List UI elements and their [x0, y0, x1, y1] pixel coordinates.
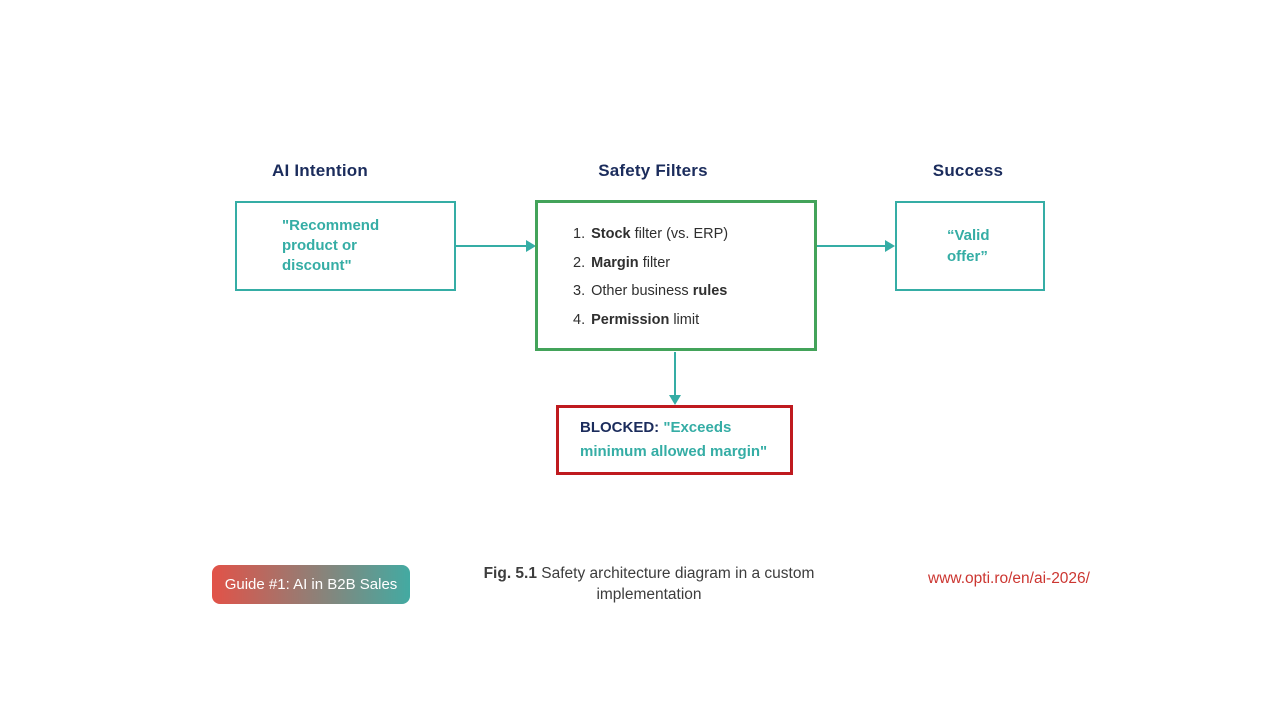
success-box: “Valid offer”	[895, 201, 1045, 291]
ai-intention-box: "Recommend product or discount"	[235, 201, 456, 291]
figure-caption-text: Safety architecture diagram in a custom …	[541, 565, 815, 603]
arrow-filters-to-success	[817, 240, 895, 252]
blocked-quote: "Exceeds minimum allowed margin"	[580, 419, 768, 460]
filter-item-margin: 2. Margin filter	[573, 254, 671, 271]
blocked-text: BLOCKED: "Exceeds minimum allowed margin…	[580, 416, 780, 464]
blocked-box: BLOCKED: "Exceeds minimum allowed margin…	[556, 405, 793, 475]
success-text: “Valid offer”	[947, 227, 990, 265]
safety-filters-box: 1. Stock filter (vs. ERP) 2. Margin filt…	[535, 200, 817, 351]
column-header-safety-filters: Safety Filters	[598, 161, 708, 180]
website-url[interactable]: www.opti.ro/en/ai-2026/	[928, 570, 1090, 587]
filter-item-business-rules: 3. Other business rules	[573, 283, 728, 299]
column-header-success: Success	[932, 161, 1004, 180]
figure-caption: Fig. 5.1 Safety architecture diagram in …	[453, 563, 845, 605]
arrow-filters-to-blocked	[669, 352, 681, 405]
ai-intention-text: "Recommend product or discount"	[282, 217, 380, 274]
filter-item-permission: 4. Permission limit	[573, 311, 700, 328]
column-header-ai-intention: AI Intention	[272, 161, 368, 180]
arrow-intention-to-filters	[456, 240, 536, 252]
figure-caption-number: Fig. 5.1	[483, 565, 537, 582]
filter-item-stock: 1. Stock filter (vs. ERP)	[573, 226, 729, 242]
blocked-label: BLOCKED:	[580, 419, 660, 436]
guide-badge: Guide #1: AI in B2B Sales	[212, 565, 410, 604]
